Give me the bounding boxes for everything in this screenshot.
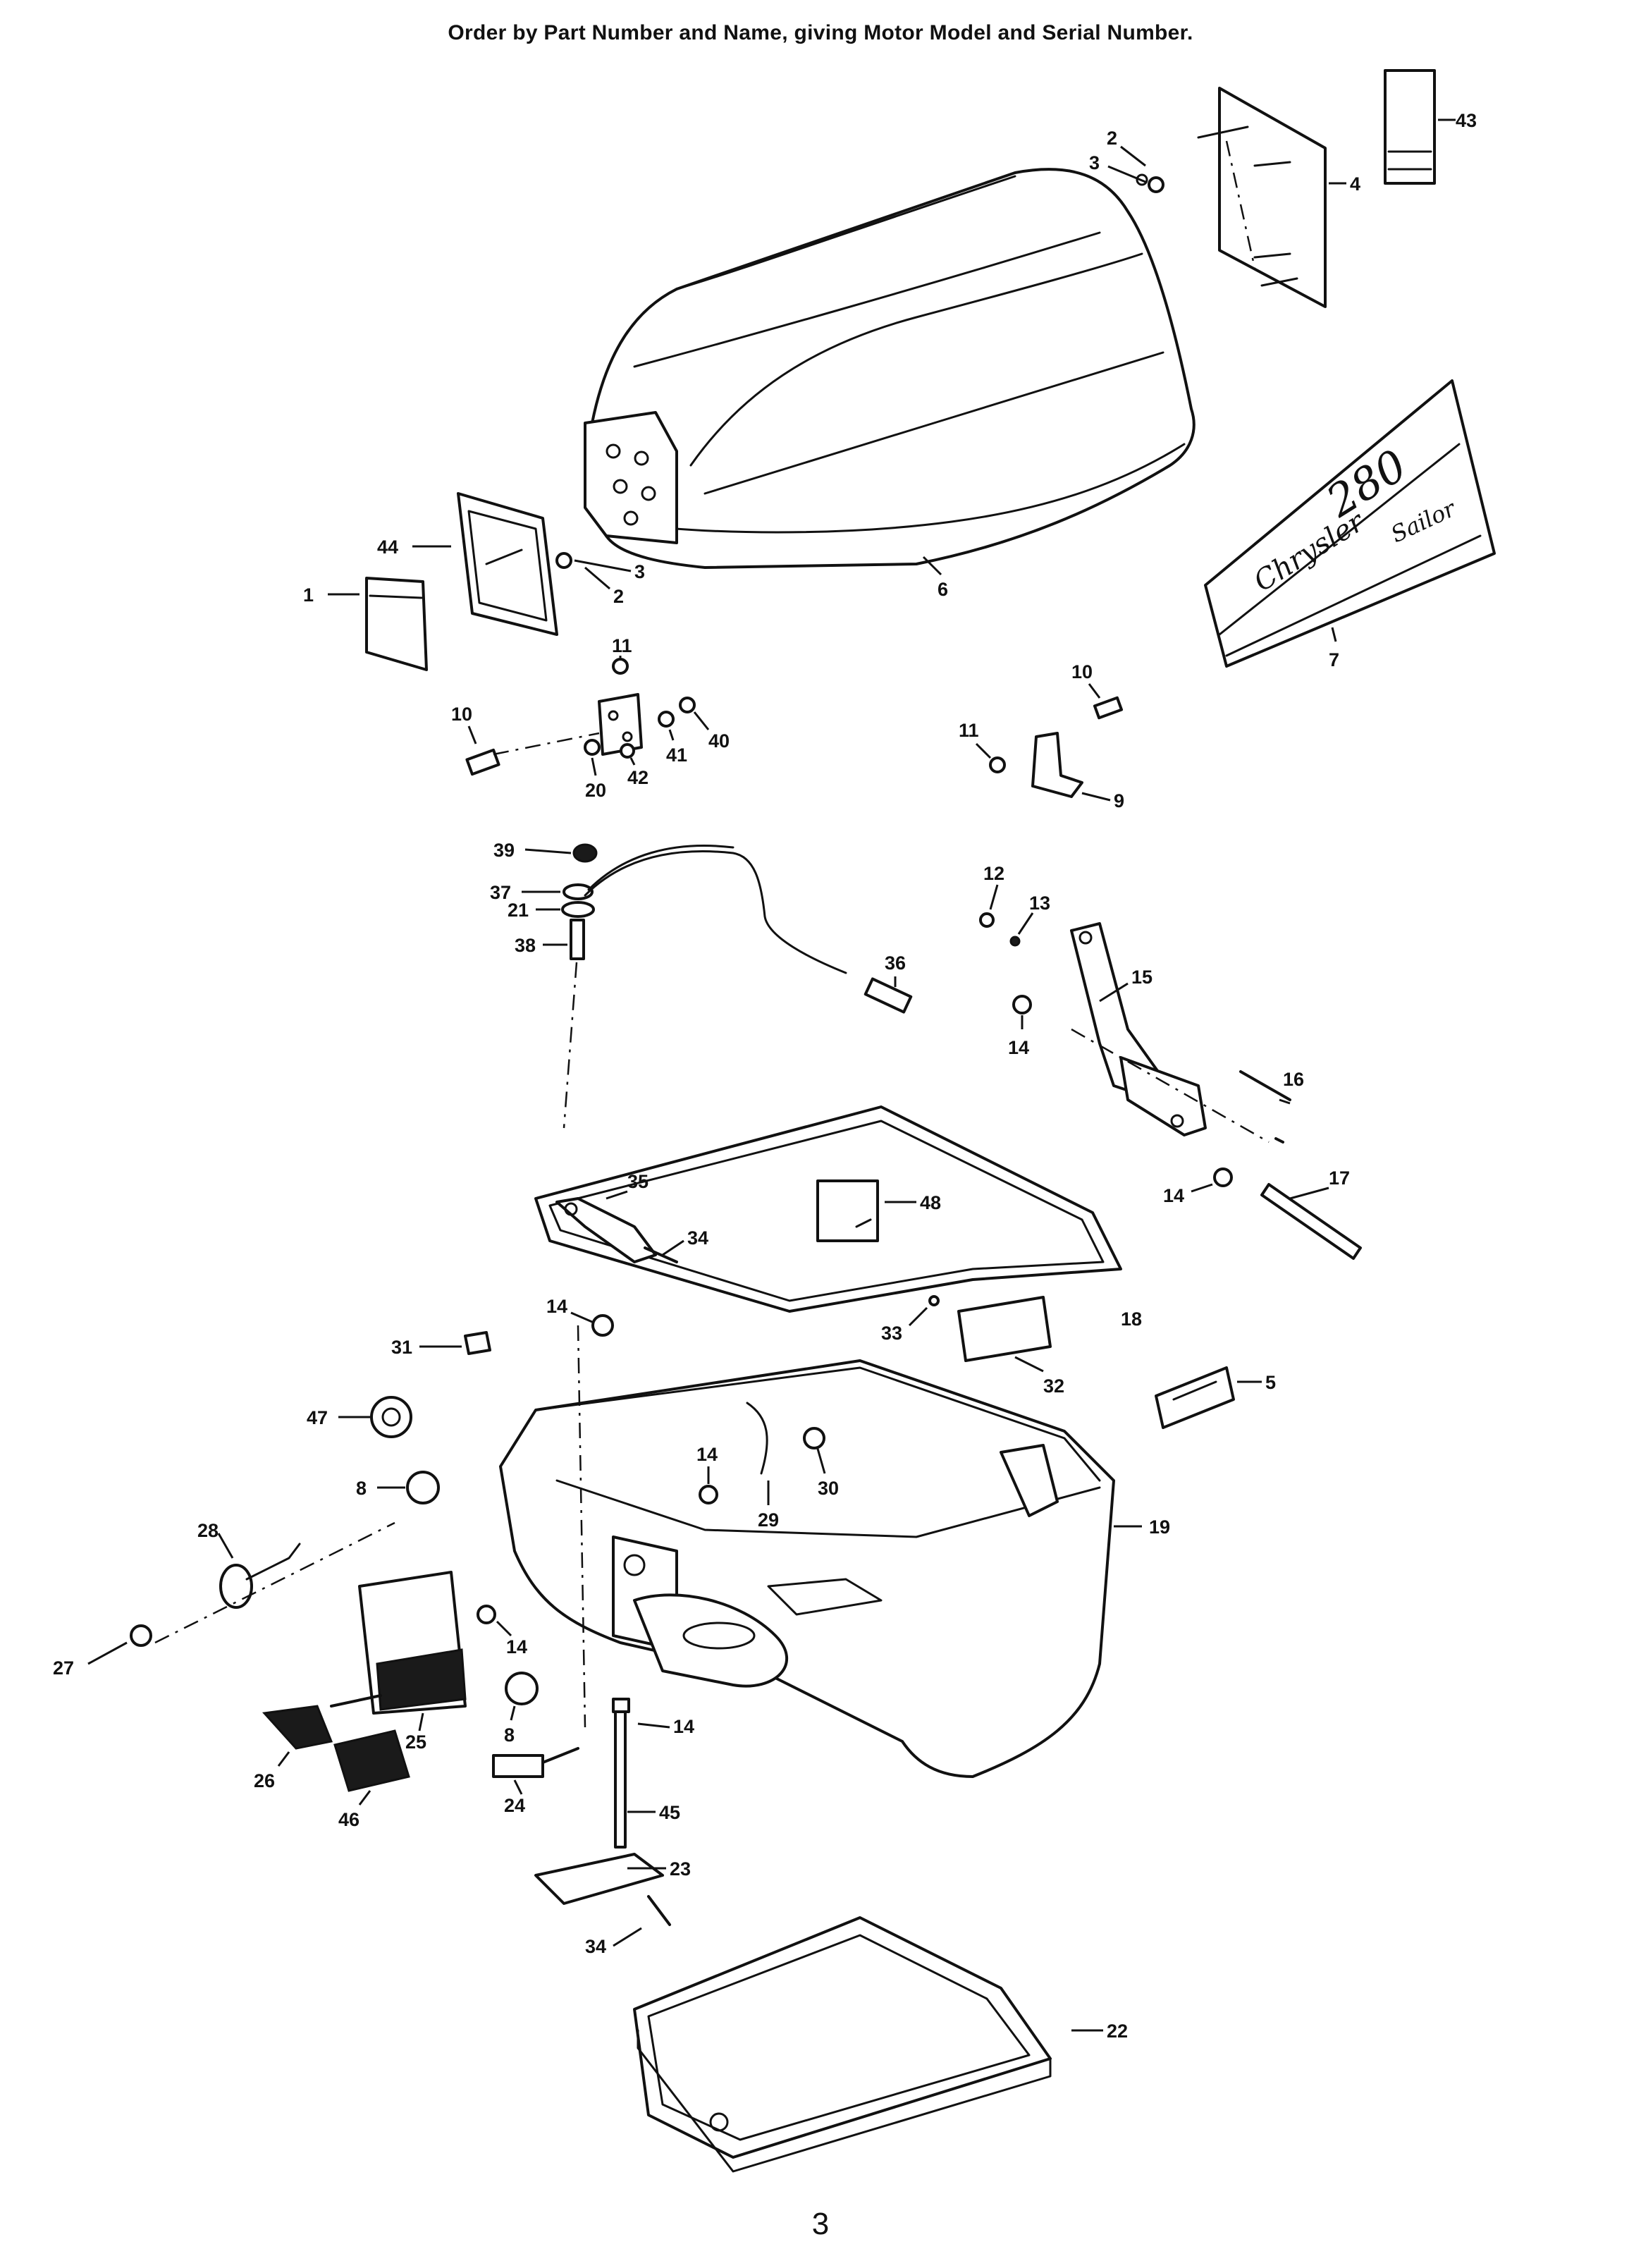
callout-30: 30 bbox=[818, 1478, 839, 1499]
callout-14-top: 14 bbox=[546, 1296, 567, 1317]
grommet-8-upper bbox=[406, 1471, 440, 1504]
page-number: 3 bbox=[811, 2207, 830, 2241]
callout-9: 9 bbox=[1114, 790, 1124, 811]
callout-27: 27 bbox=[53, 1657, 74, 1679]
callout-23: 23 bbox=[670, 1858, 691, 1880]
callout-11-left: 11 bbox=[612, 635, 632, 656]
callout-2-front: 2 bbox=[613, 586, 624, 607]
callout-34-lower: 34 bbox=[585, 1936, 606, 1957]
callout-34-upper: 34 bbox=[687, 1227, 708, 1249]
callout-7: 7 bbox=[1329, 649, 1339, 670]
callout-42: 42 bbox=[627, 767, 649, 788]
fitting-24 bbox=[492, 1747, 579, 1778]
callout-1: 1 bbox=[303, 584, 314, 606]
plug-8-lower bbox=[505, 1672, 539, 1705]
hinge-bracket-left bbox=[465, 658, 696, 776]
callout-14-left: 14 bbox=[506, 1636, 527, 1657]
washer-2-rear bbox=[1136, 173, 1148, 186]
callout-24: 24 bbox=[504, 1795, 525, 1816]
callout-6: 6 bbox=[938, 579, 948, 600]
callout-13: 13 bbox=[1029, 893, 1050, 914]
callout-31: 31 bbox=[391, 1337, 412, 1358]
callout-18: 18 bbox=[1121, 1308, 1142, 1330]
callout-3-rear: 3 bbox=[1089, 152, 1100, 173]
label-5 bbox=[1155, 1366, 1235, 1429]
chrysler-sailor-decal: Chrysler 280 Sailor bbox=[1204, 379, 1496, 668]
callout-33: 33 bbox=[881, 1323, 902, 1344]
callout-2-rear: 2 bbox=[1107, 128, 1117, 149]
callout-14-linkage: 14 bbox=[1008, 1037, 1029, 1058]
callout-44: 44 bbox=[377, 537, 398, 558]
callout-20: 20 bbox=[585, 780, 606, 801]
callout-47: 47 bbox=[307, 1407, 328, 1428]
callout-15: 15 bbox=[1131, 967, 1153, 988]
panel-25 bbox=[358, 1571, 467, 1715]
callout-46: 46 bbox=[338, 1809, 359, 1830]
callout-36: 36 bbox=[885, 952, 906, 974]
nut-30 bbox=[803, 1427, 825, 1449]
callout-14-linkage-lower: 14 bbox=[1163, 1185, 1184, 1206]
callout-43: 43 bbox=[1456, 110, 1477, 131]
callout-4: 4 bbox=[1350, 173, 1360, 195]
callout-25: 25 bbox=[405, 1731, 426, 1753]
callout-22: 22 bbox=[1107, 2021, 1128, 2042]
callout-14-center: 14 bbox=[696, 1444, 718, 1465]
bottom-seal-22 bbox=[633, 1916, 1052, 2173]
engine-cover-upper bbox=[584, 168, 1196, 569]
callout-48: 48 bbox=[920, 1192, 941, 1213]
lever-23 bbox=[534, 1698, 671, 1926]
callout-14-lower: 14 bbox=[673, 1716, 694, 1737]
hinge-bracket-right bbox=[989, 696, 1124, 798]
callout-5: 5 bbox=[1265, 1372, 1276, 1393]
callout-3-front: 3 bbox=[634, 561, 645, 582]
callout-40: 40 bbox=[708, 730, 730, 752]
callout-38: 38 bbox=[515, 935, 536, 956]
callout-11-right: 11 bbox=[959, 720, 979, 741]
callout-37: 37 bbox=[490, 882, 511, 903]
nut-14-center bbox=[699, 1485, 718, 1504]
callout-8-upper: 8 bbox=[356, 1478, 367, 1499]
callout-labels: 1 2 2 3 3 4 5 6 7 8 bbox=[53, 110, 1477, 2042]
washer-3-front bbox=[555, 552, 572, 569]
nut-14-left bbox=[477, 1605, 496, 1624]
callout-17: 17 bbox=[1329, 1167, 1350, 1189]
order-instructions-header: Order by Part Number and Name, giving Mo… bbox=[448, 21, 1193, 44]
throttle-link-rod bbox=[561, 843, 913, 1129]
callout-10-left: 10 bbox=[451, 704, 472, 725]
nut-14-top bbox=[591, 1314, 614, 1337]
serial-label-43 bbox=[1384, 69, 1436, 185]
plate-32 bbox=[928, 1295, 1052, 1362]
screw-31 bbox=[464, 1331, 491, 1355]
callout-29: 29 bbox=[758, 1509, 779, 1531]
callout-35: 35 bbox=[627, 1171, 649, 1192]
callout-12: 12 bbox=[983, 863, 1004, 884]
callout-10-right: 10 bbox=[1071, 661, 1093, 682]
rear-plate-bracket bbox=[1197, 87, 1327, 308]
callout-21: 21 bbox=[508, 900, 529, 921]
callout-8-lower: 8 bbox=[504, 1724, 515, 1746]
handle-26 bbox=[262, 1694, 382, 1750]
callout-41: 41 bbox=[666, 744, 687, 766]
pad-46 bbox=[333, 1729, 410, 1792]
callout-28: 28 bbox=[197, 1520, 219, 1541]
choke-knob-28 bbox=[154, 1521, 395, 1644]
callout-19: 19 bbox=[1149, 1516, 1170, 1538]
cover-seal-plate bbox=[534, 1105, 1122, 1313]
label-plate-1 bbox=[365, 577, 428, 671]
clip-27 bbox=[130, 1624, 152, 1647]
callout-39: 39 bbox=[493, 840, 515, 861]
engine-cover-lower bbox=[499, 1325, 1115, 1778]
callout-16: 16 bbox=[1283, 1069, 1304, 1090]
callout-45: 45 bbox=[659, 1802, 680, 1823]
throttle-linkage-15 bbox=[979, 912, 1362, 1260]
washer-3-rear bbox=[1148, 176, 1164, 193]
callout-32: 32 bbox=[1043, 1375, 1064, 1397]
window-frame-44 bbox=[457, 492, 558, 636]
callout-26: 26 bbox=[254, 1770, 275, 1791]
grommet-47 bbox=[370, 1396, 412, 1438]
